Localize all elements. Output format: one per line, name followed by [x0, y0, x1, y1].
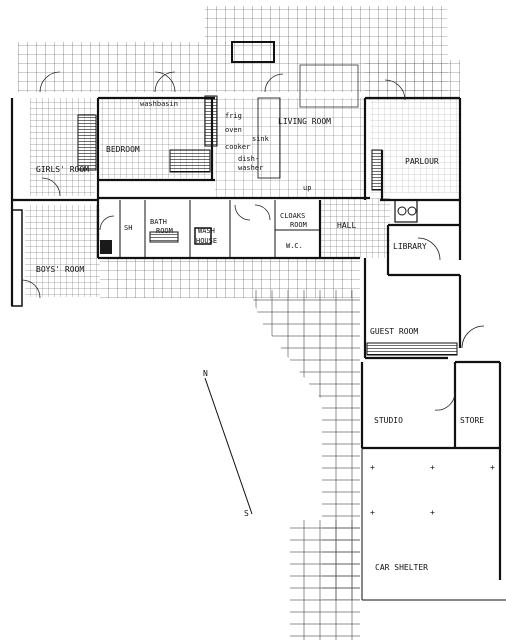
- room-label-cloaks-2: ROOM: [290, 221, 307, 229]
- fixture-label-oven: oven: [225, 126, 242, 134]
- room-label-studio: STUDIO: [374, 416, 403, 425]
- door-swings: [21, 71, 485, 411]
- room-label-car-shelter: CAR SHELTER: [375, 563, 428, 572]
- room-label-cloaks-1: CLOAKS: [280, 212, 305, 220]
- fixture-label-washbasin: washbasin: [140, 100, 178, 108]
- room-labels: BEDROOM GIRLS' ROOM BOYS' ROOM LIVING RO…: [36, 117, 484, 572]
- room-label-wash-house-1: WASH: [198, 227, 215, 235]
- compass: N S: [203, 369, 253, 518]
- fixture-label-dishwasher-1: dish-: [238, 155, 259, 163]
- room-label-boys-room: BOYS' ROOM: [36, 265, 84, 274]
- svg-text:+: +: [370, 463, 375, 472]
- room-label-bath-room-1: BATH: [150, 218, 167, 226]
- room-label-hall: HALL: [337, 221, 356, 230]
- fixture-labels: washbasin frig oven sink cooker dish- wa…: [140, 100, 311, 192]
- room-label-parlour: PARLOUR: [405, 157, 439, 166]
- compass-north-label: N: [203, 369, 208, 378]
- fixture-label-sink: sink: [252, 135, 270, 143]
- room-label-wash-house-2: HOUSE: [196, 237, 217, 245]
- svg-text:+: +: [430, 508, 435, 517]
- room-label-bath-room-2: ROOM: [156, 227, 173, 235]
- svg-text:+: +: [430, 463, 435, 472]
- room-label-wc: W.C.: [286, 242, 303, 250]
- room-label-library: LIBRARY: [393, 242, 427, 251]
- room-label-store: STORE: [460, 416, 484, 425]
- room-label-bedroom: BEDROOM: [106, 145, 140, 154]
- room-label-girls-room: GIRLS' ROOM: [36, 165, 89, 174]
- room-label-guest-room: GUEST ROOM: [370, 327, 418, 336]
- svg-text:+: +: [490, 463, 495, 472]
- room-label-sh: SH: [124, 224, 132, 232]
- compass-south-label: S: [244, 509, 249, 518]
- fixture-label-dishwasher-2: washer: [238, 164, 263, 172]
- fixture-label-frig: frig: [225, 112, 242, 120]
- car-shelter-posts: + + + + +: [370, 463, 495, 517]
- fixtures-hatched: [11, 41, 458, 356]
- room-label-living-room: LIVING ROOM: [278, 117, 331, 126]
- terrace-paving: [18, 6, 460, 640]
- fixture-label-up: up: [303, 184, 311, 192]
- fixture-label-cooker: cooker: [225, 143, 250, 151]
- svg-text:+: +: [370, 508, 375, 517]
